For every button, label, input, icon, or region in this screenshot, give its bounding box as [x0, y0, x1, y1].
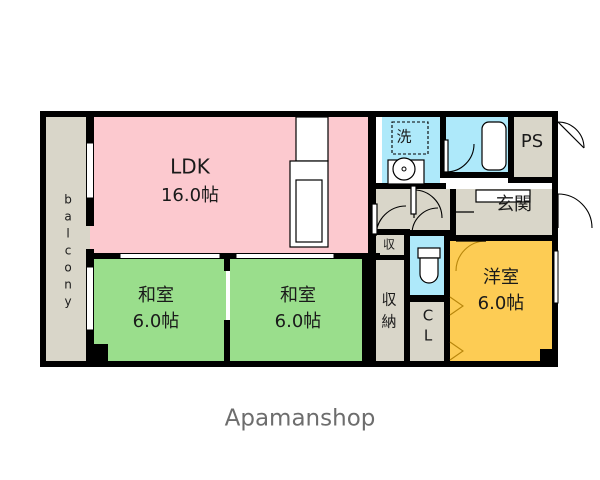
windows [86, 142, 559, 331]
wall-balcony-inner-b [86, 198, 94, 226]
wall-top-ldk [90, 111, 380, 117]
wall-balcony-top [40, 111, 96, 117]
wall-bottom-right [368, 361, 558, 367]
wall-right-genkan [552, 181, 558, 251]
room-fill-youshitsu [448, 241, 554, 361]
ps-label: PS [521, 131, 543, 152]
balcony-label-char: y [64, 295, 71, 309]
window-ldk-washitsu-b [235, 253, 335, 259]
wall-balcony-inner-d [86, 330, 94, 350]
wall-ldk-washitsu [90, 253, 380, 259]
window-youshitsu-right [553, 250, 559, 304]
bathtub-icon [481, 121, 507, 171]
wall-balcony-bottom [40, 361, 96, 367]
ps-door-leaf [557, 121, 585, 149]
washitsu-left-area-label: 6.0帖 [133, 311, 180, 332]
washitsu-left-label: 和室 [138, 285, 174, 306]
wall-bath-ps [508, 117, 514, 181]
balcony-label-char: n [64, 278, 72, 292]
storage-large-label-line2: 納 [381, 313, 396, 331]
storage-small-label: 収 [383, 238, 395, 252]
wall-hall-genkan [450, 189, 456, 241]
ldk-label: LDK [170, 155, 211, 179]
wall-ldk-right [368, 117, 376, 259]
balcony-label-char: o [64, 261, 71, 275]
wall-storage-left [362, 253, 376, 367]
washing-machine-space-icon [391, 121, 429, 155]
window-ldk-washitsu-a [119, 253, 221, 259]
ldk-area-label: 16.0帖 [161, 185, 219, 206]
toilet-bowl-icon [419, 257, 439, 284]
balcony-label-char: a [64, 210, 71, 224]
room-fills [46, 117, 554, 361]
wall-balcony-inner-a [86, 117, 94, 143]
kitchen-range-icon [295, 116, 329, 162]
ps-door-arc-icon [557, 121, 585, 149]
bath-door-arc-icon [445, 143, 475, 173]
room-fill-storage-large [372, 258, 406, 361]
cl-slide-arrow-bottom-icon [449, 341, 464, 361]
shoe-cabinet-icon [475, 189, 531, 203]
doors [371, 121, 593, 361]
fixtures [289, 116, 531, 284]
balcony-label-char: l [66, 227, 69, 241]
wall-right-upper [552, 111, 558, 181]
apamanshop-watermark: Apamanshop [225, 406, 376, 432]
vanity-basin-icon [392, 157, 416, 181]
room-fill-ps [514, 117, 552, 177]
wall-storage-divider [368, 255, 410, 260]
washitsu-right-area-label: 6.0帖 [275, 311, 322, 332]
kitchen-sink-basin-icon [295, 179, 323, 243]
washroom-label: 洗 [396, 128, 411, 146]
genkan-label: 玄関 [496, 194, 532, 215]
youshitsu-label: 洋室 [483, 267, 519, 288]
room-labels: LDK 16.0帖 和室 6.0帖 和室 6.0帖 洋室 6.0帖 洗 PS 玄… [133, 128, 543, 345]
wall-toilet-bottom [406, 295, 450, 302]
wall-right-lower [552, 241, 558, 367]
wall-top-sanitary [376, 111, 558, 117]
wall-outer-left [40, 111, 46, 367]
wall-toilet-top [406, 230, 450, 236]
washroom-door-arc-icon [413, 189, 443, 219]
ldk-door-panel [371, 203, 378, 235]
youshitsu-area-label: 6.0帖 [478, 293, 525, 314]
toilet-door-arc-icon [411, 207, 439, 235]
wall-bath-bottom [440, 172, 514, 178]
wall-bottom-rooms [90, 361, 380, 367]
wall-genkan-bottom [448, 235, 558, 241]
cl-slide-arrow-top-icon [449, 296, 464, 316]
wall-cl-right [444, 302, 450, 367]
wall-ps-bottom [508, 177, 558, 183]
wall-hall-bottom-a [368, 229, 408, 235]
room-fill-washitsu-left [90, 257, 226, 361]
room-fill-closet-cl [410, 302, 448, 361]
wall-washitsu-div-top [224, 253, 230, 271]
closet-cl-label-line1: C [423, 307, 433, 325]
window-balcony-ldk [86, 142, 94, 199]
toilet-tank-icon [417, 247, 441, 259]
washitsu-right-label: 和室 [280, 285, 316, 306]
wall-washroom-bath [440, 117, 446, 177]
closet-cl-label-line2: L [424, 327, 433, 345]
window-balcony-washitsu [86, 266, 94, 331]
room-fill-washitsu-right [230, 257, 368, 361]
genkan-door-arc-icon [557, 193, 593, 229]
storage-large-label-line1: 収 [381, 291, 396, 309]
washroom-door-panel [410, 185, 417, 215]
room-fill-balcony [46, 117, 90, 361]
walls [40, 111, 558, 367]
balcony-label-char: b [64, 193, 72, 207]
vanity-drain-icon [401, 166, 407, 172]
balcony-label-char: c [65, 244, 72, 258]
wall-washitsu-div-bottom [224, 320, 230, 367]
wall-toilet-right [444, 236, 450, 302]
bath-door-panel [443, 139, 449, 173]
